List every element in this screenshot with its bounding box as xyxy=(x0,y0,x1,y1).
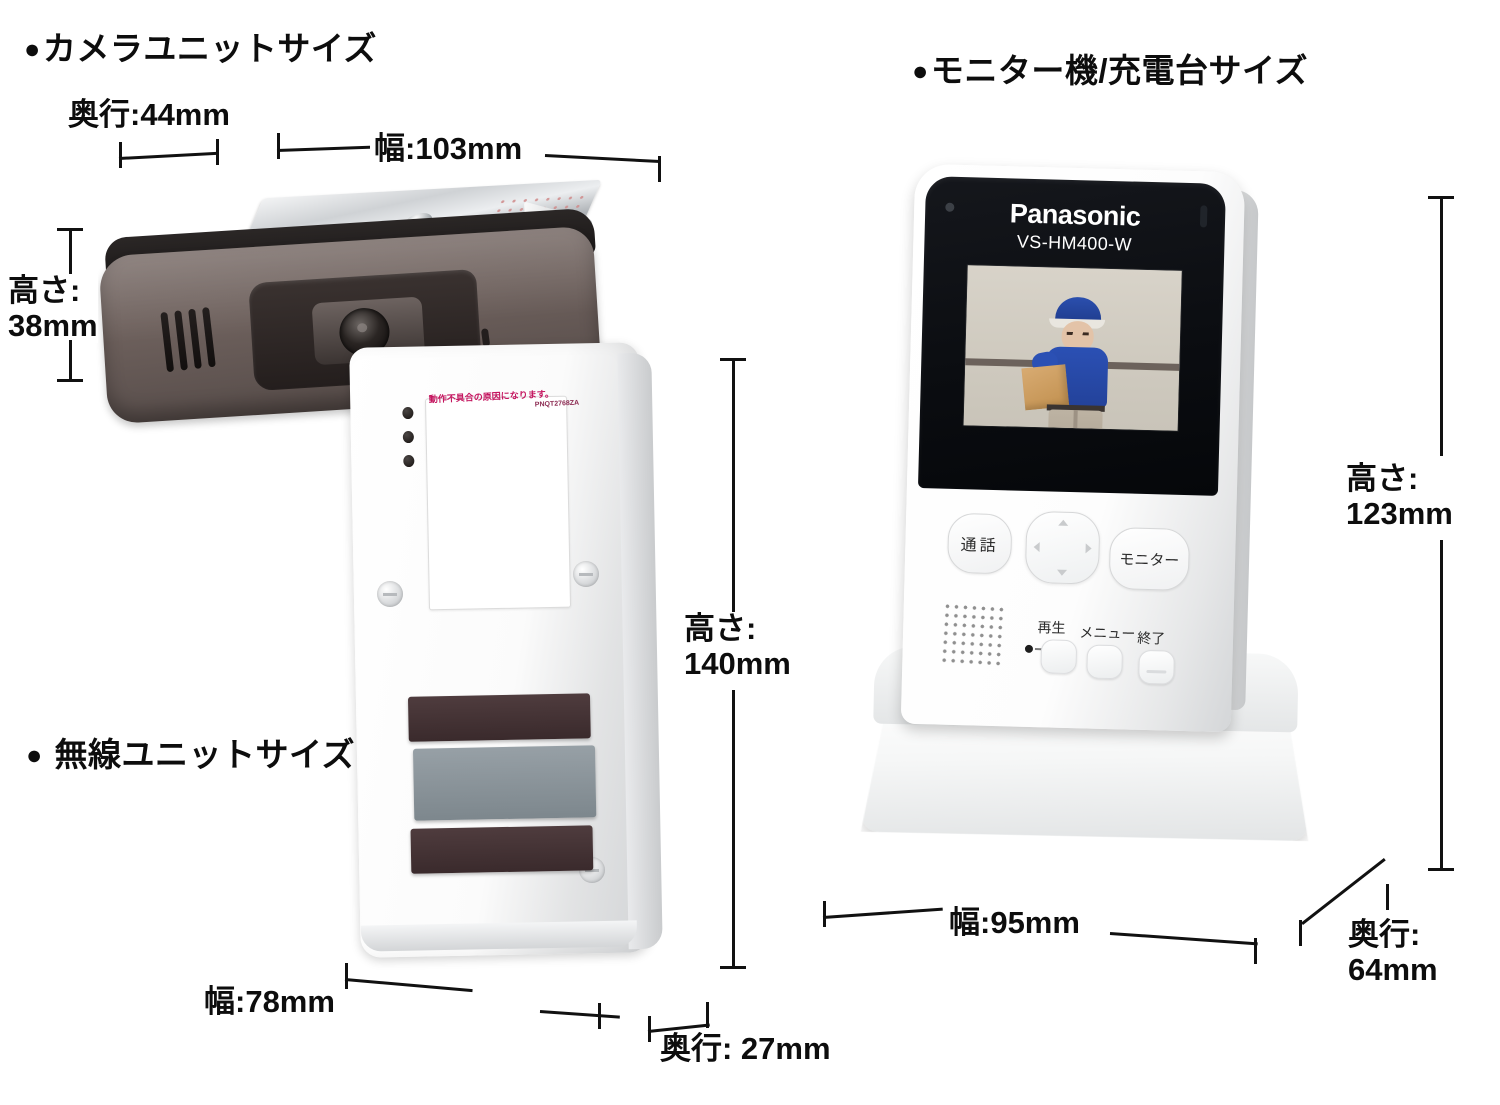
play-button-label: 再生 xyxy=(1037,619,1066,636)
monitor-button[interactable]: モニター xyxy=(1108,526,1191,592)
wireless-unit-led-row xyxy=(402,406,417,481)
speaker-grille xyxy=(939,601,1008,668)
monitor-width-cap-left xyxy=(823,901,826,927)
wireless-width-rule-left xyxy=(344,978,473,993)
monitor-branding: Panasonic VS-HM400-W xyxy=(924,196,1225,258)
monitor-depth-label-text: 奥行: xyxy=(1348,917,1421,952)
delivery-package xyxy=(1021,364,1070,411)
camera-depth-cap-right xyxy=(216,139,219,165)
camera-width-rule-right xyxy=(544,154,660,164)
wireless-unit-panels xyxy=(407,693,602,912)
camera-width-cap-right xyxy=(658,156,661,182)
monitor-lcd-screen xyxy=(963,265,1182,431)
menu-button[interactable] xyxy=(1086,644,1124,680)
wireless-heading-bullet: ● xyxy=(26,740,43,770)
wireless-width-rule-right xyxy=(539,1010,620,1019)
wireless-depth-cap-right xyxy=(706,1002,709,1028)
end-button-label: 終了 xyxy=(1137,629,1166,647)
monitor-unit-heading: ●モニター機/充電台サイズ xyxy=(912,44,1308,92)
dpad-left-icon[interactable] xyxy=(1033,541,1040,553)
menu-button-label: メニュー xyxy=(1079,624,1136,642)
dpad-up-icon[interactable] xyxy=(1058,519,1069,526)
play-button[interactable] xyxy=(1040,639,1078,675)
camera-height-value: 38mm xyxy=(8,307,98,343)
wireless-height-label: 高さ: 140mm xyxy=(684,611,791,682)
wireless-unit-spec-label xyxy=(424,395,572,611)
wireless-width-label: 幅:78mm xyxy=(200,985,339,1018)
wireless-screw-right-top xyxy=(573,561,599,587)
wireless-heading-text: 無線ユニットサイズ xyxy=(54,736,355,773)
camera-heading-bullet: ● xyxy=(24,34,41,64)
navigation-dpad[interactable] xyxy=(1024,510,1101,585)
person-legs xyxy=(1047,409,1103,431)
camera-depth-rule xyxy=(118,151,219,160)
wireless-width-cap-left xyxy=(345,963,348,989)
camera-height-label-text: 高さ: xyxy=(8,273,81,308)
panel-dark-top xyxy=(407,693,591,742)
camera-height-cap-bottom xyxy=(57,379,83,382)
monitor-height-rule-top xyxy=(1440,196,1443,456)
wireless-height-label-text: 高さ: xyxy=(684,611,757,646)
camera-unit-heading: ●カメラユニットサイズ xyxy=(24,22,377,70)
wireless-unit-heading: ● 無線ユニットサイズ xyxy=(26,728,355,776)
wireless-height-cap-bottom xyxy=(720,966,746,969)
camera-depth-label: 奥行:44mm xyxy=(68,97,230,132)
monitor-height-label-text: 高さ: xyxy=(1346,461,1419,496)
wireless-height-rule-top xyxy=(732,358,735,613)
dpad-down-icon[interactable] xyxy=(1056,569,1068,576)
camera-width-rule-left xyxy=(276,145,373,152)
brand-name: Panasonic xyxy=(1009,198,1141,232)
end-button[interactable] xyxy=(1138,649,1175,685)
monitor-depth-label: 奥行: 64mm xyxy=(1348,917,1438,988)
talk-button[interactable]: 通話 xyxy=(946,512,1013,575)
wireless-width-cap-right xyxy=(598,1003,601,1029)
monitor-height-value: 123mm xyxy=(1346,495,1453,531)
camera-depth-cap-left xyxy=(119,142,122,168)
monitor-control-panel: 通話 モニター 再生 メニュー 終了 xyxy=(919,490,1225,730)
monitor-height-label: 高さ: 123mm xyxy=(1346,461,1453,532)
wireless-depth-label: 奥行: 27mm xyxy=(660,1031,831,1066)
monitor-bezel: Panasonic VS-HM400-W xyxy=(917,176,1227,496)
camera-heading-text: カメラユニットサイズ xyxy=(42,30,377,67)
monitor-and-cradle-image: Panasonic VS-HM400-W xyxy=(860,150,1330,890)
camera-vent-slits xyxy=(160,305,231,374)
monitor-height-rule-bottom xyxy=(1440,540,1443,870)
camera-height-rule-top xyxy=(69,228,72,276)
monitor-depth-value: 64mm xyxy=(1348,951,1438,987)
wireless-screw-left xyxy=(377,581,403,607)
camera-width-label: 幅:103mm xyxy=(370,132,527,165)
monitor-heading-bullet: ● xyxy=(912,56,929,86)
monitor-width-label: 幅:95mm xyxy=(945,906,1084,939)
dpad-right-icon[interactable] xyxy=(1085,543,1092,554)
monitor-width-rule-left xyxy=(822,907,943,919)
wireless-height-value: 140mm xyxy=(684,645,791,681)
wireless-height-rule-bottom xyxy=(732,690,735,968)
camera-height-rule-bottom xyxy=(69,340,72,382)
panel-dark-bottom xyxy=(410,825,594,874)
monitor-width-rule-right xyxy=(1109,932,1258,946)
camera-height-label: 高さ: 38mm xyxy=(8,273,98,344)
monitor-depth-cap-right xyxy=(1386,884,1389,910)
lcd-delivery-person xyxy=(1021,296,1123,431)
wireless-unit-base xyxy=(360,920,638,952)
status-led xyxy=(1024,644,1034,653)
monitor-heading-text: モニター機/充電台サイズ xyxy=(930,52,1308,89)
camera-width-cap-left xyxy=(277,133,280,159)
monitor-depth-cap-left xyxy=(1299,920,1302,946)
monitor-height-cap-bottom xyxy=(1428,868,1454,871)
panel-gray-middle xyxy=(412,745,597,821)
wireless-unit-image: 動作不具合の原因になります。 PNQT2768ZA xyxy=(349,342,663,970)
monitor-width-cap-right xyxy=(1254,938,1257,964)
person-eyes xyxy=(1066,331,1089,336)
